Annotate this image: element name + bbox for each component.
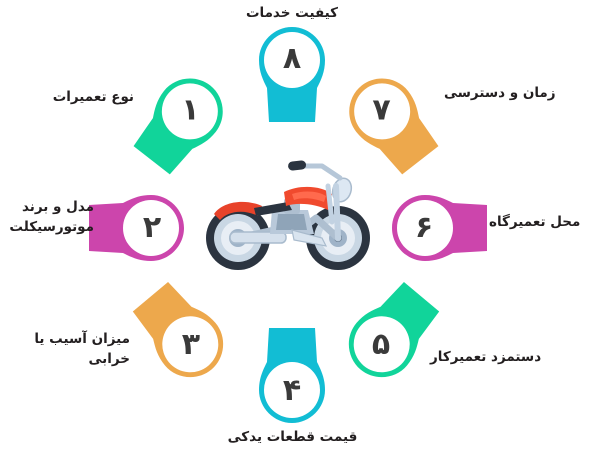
- marker-pin-8[interactable]: ۸: [255, 24, 329, 128]
- swingarm: [229, 231, 287, 244]
- marker-label-7: زمان و دسترسی: [444, 85, 556, 101]
- marker-pin-5[interactable]: ۵: [330, 268, 454, 395]
- pin-shape-1: [133, 78, 223, 175]
- marker-label-4: قیمت قطعات یدکی: [227, 429, 358, 445]
- marker-pin-6[interactable]: ۶: [389, 191, 493, 265]
- marker-pin-3[interactable]: ۳: [118, 268, 242, 395]
- handlebar: [297, 163, 343, 181]
- front-fork-2: [325, 183, 335, 225]
- pin-shape-6: [392, 195, 487, 261]
- pin-shape-8: [259, 27, 325, 122]
- marker-pin-4[interactable]: ۴: [255, 322, 329, 426]
- marker-label-6: محل تعمیرگاه: [489, 214, 581, 230]
- marker-label-2: مدل و برند موتورسیکلت: [9, 199, 94, 235]
- exhaust: [291, 229, 328, 247]
- pin-shape-4: [259, 328, 325, 423]
- marker-pin-7[interactable]: ۷: [331, 60, 453, 188]
- motorcycle-illustration: [196, 152, 380, 276]
- marker-label-8: کیفیت خدمات: [245, 5, 339, 21]
- marker-label-3: میزان آسیب یا خرابی: [34, 331, 130, 367]
- pin-shape-3: [132, 281, 224, 378]
- seat: [254, 202, 292, 216]
- marker-label-5: دستمزد تعمیرکار: [430, 349, 542, 365]
- pin-shape-2: [89, 195, 184, 261]
- pin-shape-7: [349, 78, 439, 175]
- rear-fender: [214, 201, 262, 220]
- marker-pin-2[interactable]: ۲: [83, 191, 187, 265]
- handgrip: [288, 160, 307, 171]
- front-fork: [333, 183, 341, 241]
- fuel-tank: [284, 186, 332, 210]
- pin-shape-5: [348, 281, 440, 378]
- tank-highlight: [292, 191, 326, 202]
- marker-pin-1[interactable]: ۱: [119, 60, 241, 188]
- marker-label-1: نوع تعمیرات: [52, 89, 134, 105]
